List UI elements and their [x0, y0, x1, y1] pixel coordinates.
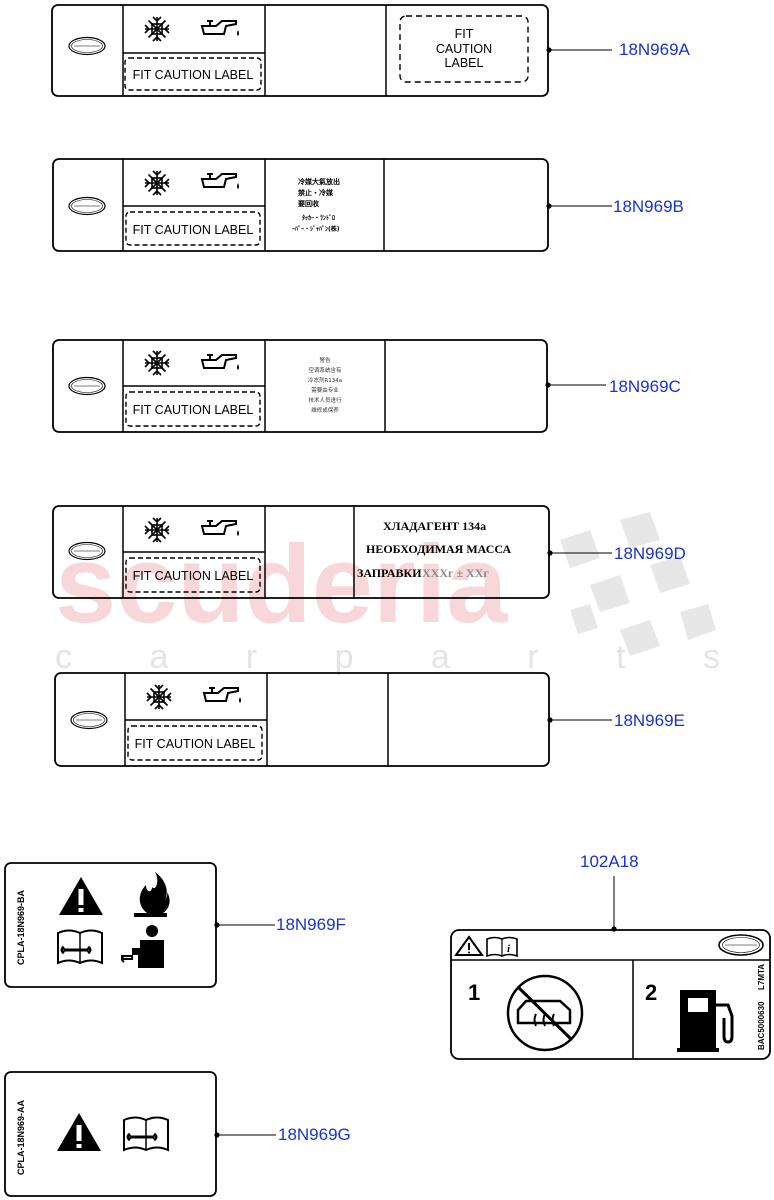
technician-icon — [121, 925, 164, 968]
sticker-code: CPLA-18N969-BA — [16, 889, 26, 965]
sticker-102a18: i 1 2 L7MTA BAC5000630 — [450, 929, 771, 1060]
snowflake-icon — [144, 170, 170, 196]
warning-triangle-outline-icon — [454, 935, 484, 956]
callout-18n969d: 18N969D — [614, 544, 686, 563]
callout-18n969f: 18N969F — [276, 915, 346, 934]
label-18n969b: FIT CAUTION LABEL 冷媒大氣放出 禁止・冷媒 要回收 ﾀｯｶｰ・… — [52, 158, 549, 252]
snowflake-icon — [144, 350, 170, 376]
no-engine-idle-icon — [506, 974, 584, 1052]
oil-can-icon — [201, 354, 240, 371]
callout-18n969c: 18N969C — [609, 377, 681, 396]
land-rover-logo — [68, 376, 106, 396]
snowflake-icon — [144, 517, 170, 543]
chinese-text-6: 维修或保养 — [311, 406, 339, 414]
japanese-text-1: 冷媒大氣放出 — [298, 177, 340, 186]
sticker-code: CPLA-18N969-AA — [16, 1099, 26, 1175]
fuel-pump-icon — [677, 990, 734, 1052]
callout-18n969a: 18N969A — [619, 40, 690, 59]
checkered-flag-graphic — [560, 512, 716, 656]
info-book-icon: i — [486, 936, 518, 958]
snowflake-icon — [144, 16, 170, 42]
watermark-brand: scuderia — [55, 523, 508, 646]
fit-caution-label-text: FIT CAUTION LABEL — [135, 737, 256, 751]
russian-text-charge: ЗАПРАВКИ — [357, 566, 422, 580]
warning-triangle-icon — [59, 877, 103, 915]
sticker-code-a: L7MTA — [757, 964, 766, 990]
japanese-text-4: ﾀｯｶｰ・ﾗﾝﾄﾞﾛ — [302, 214, 335, 222]
russian-text-refrigerant: ХЛАДАГЕНТ 134а — [383, 519, 486, 533]
manual-book-icon — [56, 929, 104, 965]
oil-can-icon — [201, 20, 240, 37]
fit-caution-label-text: FIT CAUTION LABEL — [133, 569, 254, 583]
fit-caution-stacked-1: FIT — [455, 27, 474, 41]
callout-102a18: 102A18 — [580, 852, 639, 871]
chinese-text-3: 冷冻剂R134a — [308, 376, 342, 384]
chinese-text-1: 警告 — [319, 356, 331, 364]
chinese-text-5: 技术人员进行 — [308, 396, 342, 404]
fit-caution-stacked-3: LABEL — [445, 56, 484, 70]
land-rover-logo — [718, 934, 764, 956]
oil-can-icon — [203, 687, 242, 704]
fit-caution-label-text: FIT CAUTION LABEL — [133, 68, 254, 82]
japanese-text-5: ｰﾊﾞｰ・ｼﾞｬﾊﾟﾝ(株) — [292, 225, 340, 233]
manual-book-icon — [122, 1116, 170, 1152]
oil-can-icon — [201, 173, 240, 190]
callout-18n969b: 18N969B — [613, 197, 684, 216]
panel-number-2: 2 — [645, 980, 657, 1005]
sticker-code-b: BAC5000630 — [757, 1001, 766, 1050]
fit-caution-label-text: FIT CAUTION LABEL — [133, 223, 254, 237]
land-rover-logo — [68, 196, 106, 216]
label-18n969a: FIT CAUTION LABEL FIT CAUTION LABEL — [51, 4, 549, 97]
chinese-text-2: 空调系统含有 — [308, 366, 342, 374]
russian-text-amount: ХХХг ± ХХг — [422, 566, 489, 580]
label-18n969d: FIT CAUTION LABEL ХЛАДАГЕНТ 134а НЕОБХОД… — [52, 505, 550, 599]
fit-caution-label-text: FIT CAUTION LABEL — [133, 403, 254, 417]
snowflake-icon — [146, 684, 172, 710]
watermark: scuderia c a r p a r t s — [55, 512, 754, 676]
label-18n969e: FIT CAUTION LABEL — [54, 672, 550, 767]
warning-triangle-icon — [57, 1113, 101, 1151]
watermark-tagline: c a r p a r t s — [55, 638, 754, 676]
callout-18n969e: 18N969E — [614, 711, 685, 730]
callout-18n969g: 18N969G — [278, 1125, 351, 1144]
sticker-18n969f: CPLA-18N969-BA — [4, 862, 217, 988]
label-18n969c: FIT CAUTION LABEL 警告 空调系统含有 冷冻剂R134a 需要由… — [52, 339, 548, 433]
fit-caution-stacked-2: CAUTION — [436, 42, 492, 56]
chinese-text-4: 需要由专业 — [311, 386, 339, 394]
flammable-icon — [134, 872, 170, 917]
panel-number-1: 1 — [468, 980, 480, 1005]
land-rover-logo — [68, 36, 106, 56]
land-rover-logo — [70, 710, 108, 730]
sticker-18n969g: CPLA-18N969-AA — [4, 1071, 217, 1197]
russian-text-required-mass: НЕОБХОДИМАЯ МАССА — [366, 542, 511, 556]
japanese-text-3: 要回收 — [298, 199, 320, 208]
japanese-text-2: 禁止・冷媒 — [297, 188, 334, 197]
svg-text:i: i — [507, 943, 511, 955]
